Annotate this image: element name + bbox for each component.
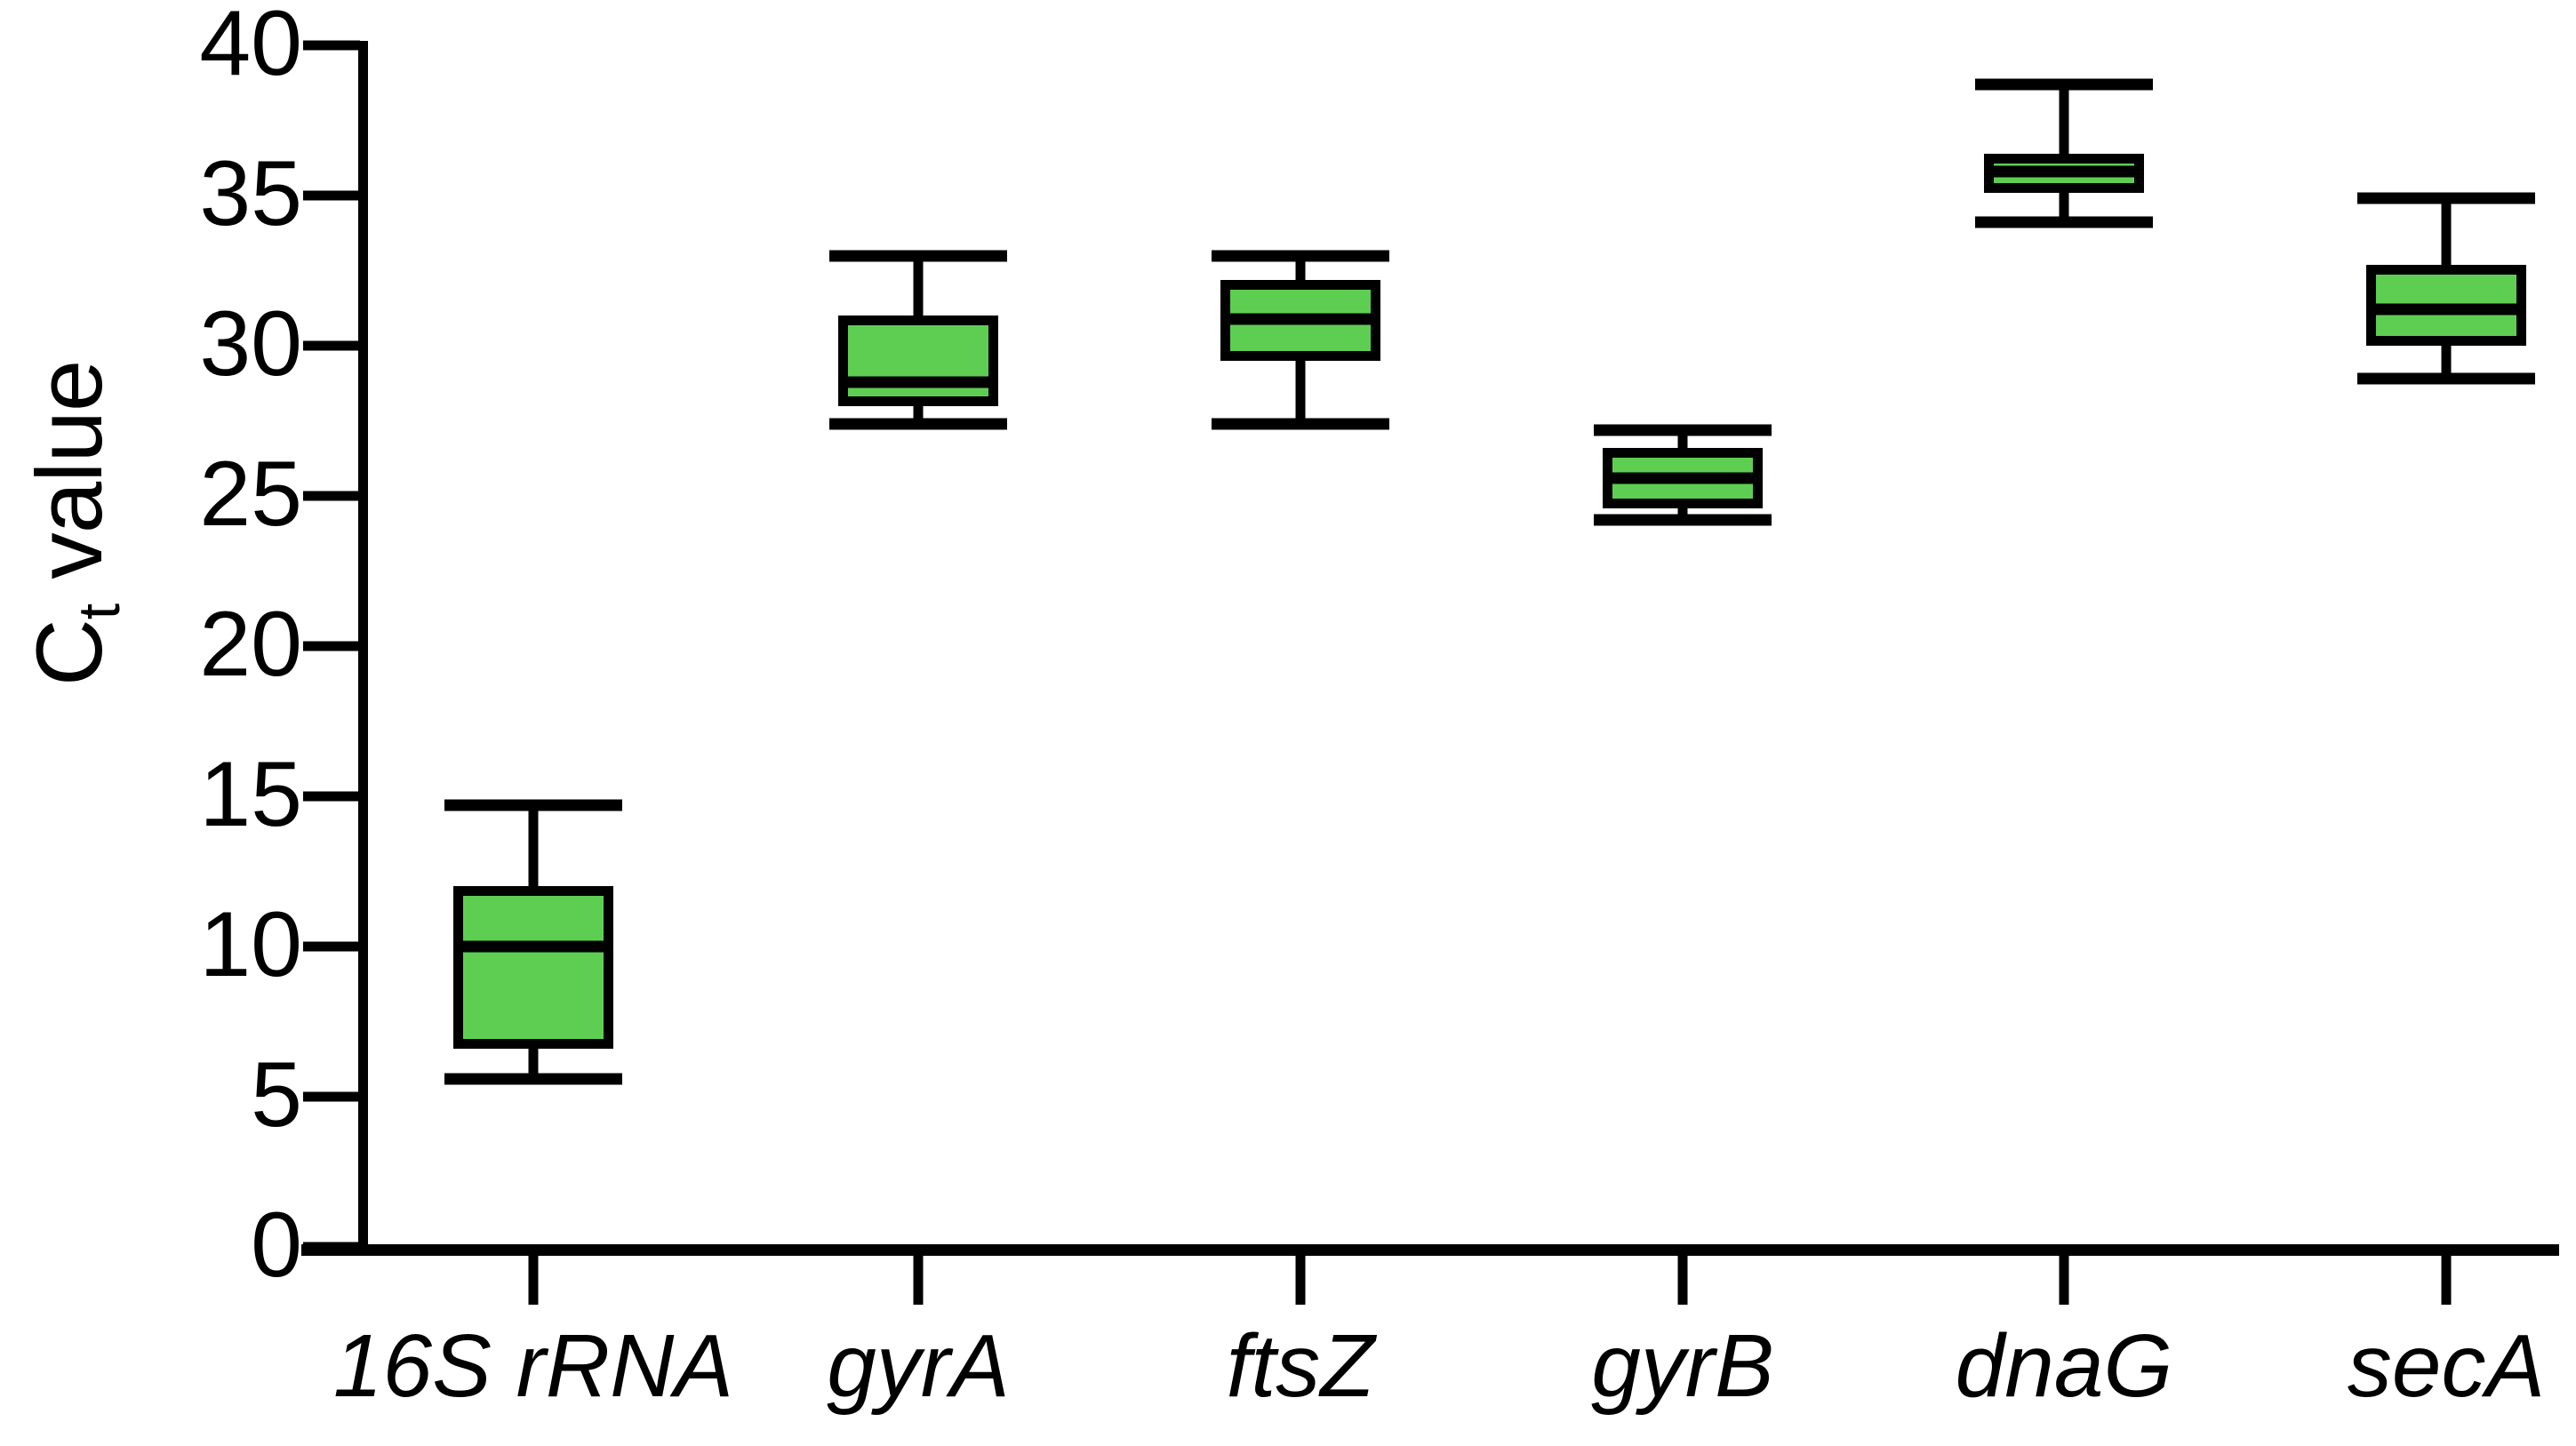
x-axis-category-label: ftsZ	[1226, 1316, 1375, 1416]
y-axis-tick-mark	[303, 40, 360, 51]
whisker-upper	[528, 805, 539, 887]
y-axis-tick-label: 0	[251, 1193, 302, 1297]
median-line	[838, 376, 998, 388]
x-axis-tick-mark	[528, 1256, 539, 1305]
whisker-cap-upper	[1212, 250, 1389, 262]
median-line	[2366, 303, 2526, 316]
box-iqr	[838, 316, 998, 406]
y-axis-tick-mark	[303, 791, 360, 802]
x-axis-tick-mark	[2059, 1256, 2069, 1305]
whisker-cap-lower	[1594, 514, 1772, 526]
y-axis-tick-mark	[303, 491, 360, 501]
y-axis-tick-labels: 0 5 10 15 20 25 30 35 40	[71, 0, 302, 1446]
whisker-cap-lower	[1975, 216, 2153, 228]
whisker-lower	[1677, 507, 1688, 521]
y-axis-tick-label: 5	[251, 1043, 302, 1146]
median-line	[453, 940, 613, 953]
whisker-cap-upper	[829, 250, 1007, 262]
whisker-cap-upper	[2357, 192, 2535, 204]
x-axis-tick-mark	[913, 1256, 924, 1305]
y-axis-tick-label: 15	[199, 742, 302, 846]
x-axis-category-label: gyrA	[827, 1316, 1010, 1416]
y-axis-tick-label: 35	[199, 141, 302, 245]
whisker-cap-lower	[829, 418, 1007, 430]
whisker-lower	[1295, 360, 1306, 424]
x-axis-category-label: gyrB	[1591, 1316, 1774, 1416]
whisker-cap-lower	[444, 1073, 622, 1085]
whisker-upper	[913, 255, 924, 316]
y-axis-tick-label: 10	[199, 892, 302, 996]
whisker-cap-lower	[1212, 418, 1389, 430]
y-axis-line	[358, 41, 368, 1254]
median-line	[1220, 313, 1380, 325]
whisker-upper	[2441, 198, 2452, 265]
whisker-lower	[2441, 346, 2452, 379]
y-axis-tick-label: 30	[199, 292, 302, 395]
median-line	[1984, 165, 2144, 178]
x-axis-category-label: 16S rRNA	[332, 1316, 734, 1416]
median-line	[1603, 472, 1763, 484]
y-axis-tick-mark	[303, 1091, 360, 1102]
whisker-lower	[913, 405, 924, 424]
x-axis-line	[301, 1244, 2559, 1256]
whisker-upper	[1295, 255, 1306, 280]
x-axis-tick-mark	[1295, 1256, 1306, 1305]
y-axis-tick-mark	[303, 190, 360, 201]
y-axis-tick-mark	[303, 941, 360, 952]
whisker-lower	[2059, 192, 2069, 223]
whisker-cap-upper	[444, 799, 622, 811]
whisker-upper	[2059, 84, 2069, 154]
x-axis-tick-mark	[2441, 1256, 2452, 1305]
whisker-cap-lower	[2357, 372, 2535, 385]
x-axis-tick-mark	[1677, 1256, 1688, 1305]
x-axis-category-label: secA	[2347, 1316, 2546, 1416]
whisker-cap-upper	[1975, 78, 2153, 91]
x-axis-category-label: dnaG	[1955, 1316, 2173, 1416]
y-axis-tick-label: 40	[199, 0, 302, 95]
box-iqr	[453, 886, 613, 1049]
y-axis-tick-mark	[303, 641, 360, 651]
y-axis-tick-label: 25	[199, 442, 302, 546]
whisker-cap-upper	[1594, 424, 1772, 436]
y-axis-tick-label: 20	[199, 592, 302, 696]
y-axis-tick-mark	[303, 340, 360, 351]
whisker-lower	[528, 1048, 539, 1079]
whisker-upper	[1677, 429, 1688, 448]
